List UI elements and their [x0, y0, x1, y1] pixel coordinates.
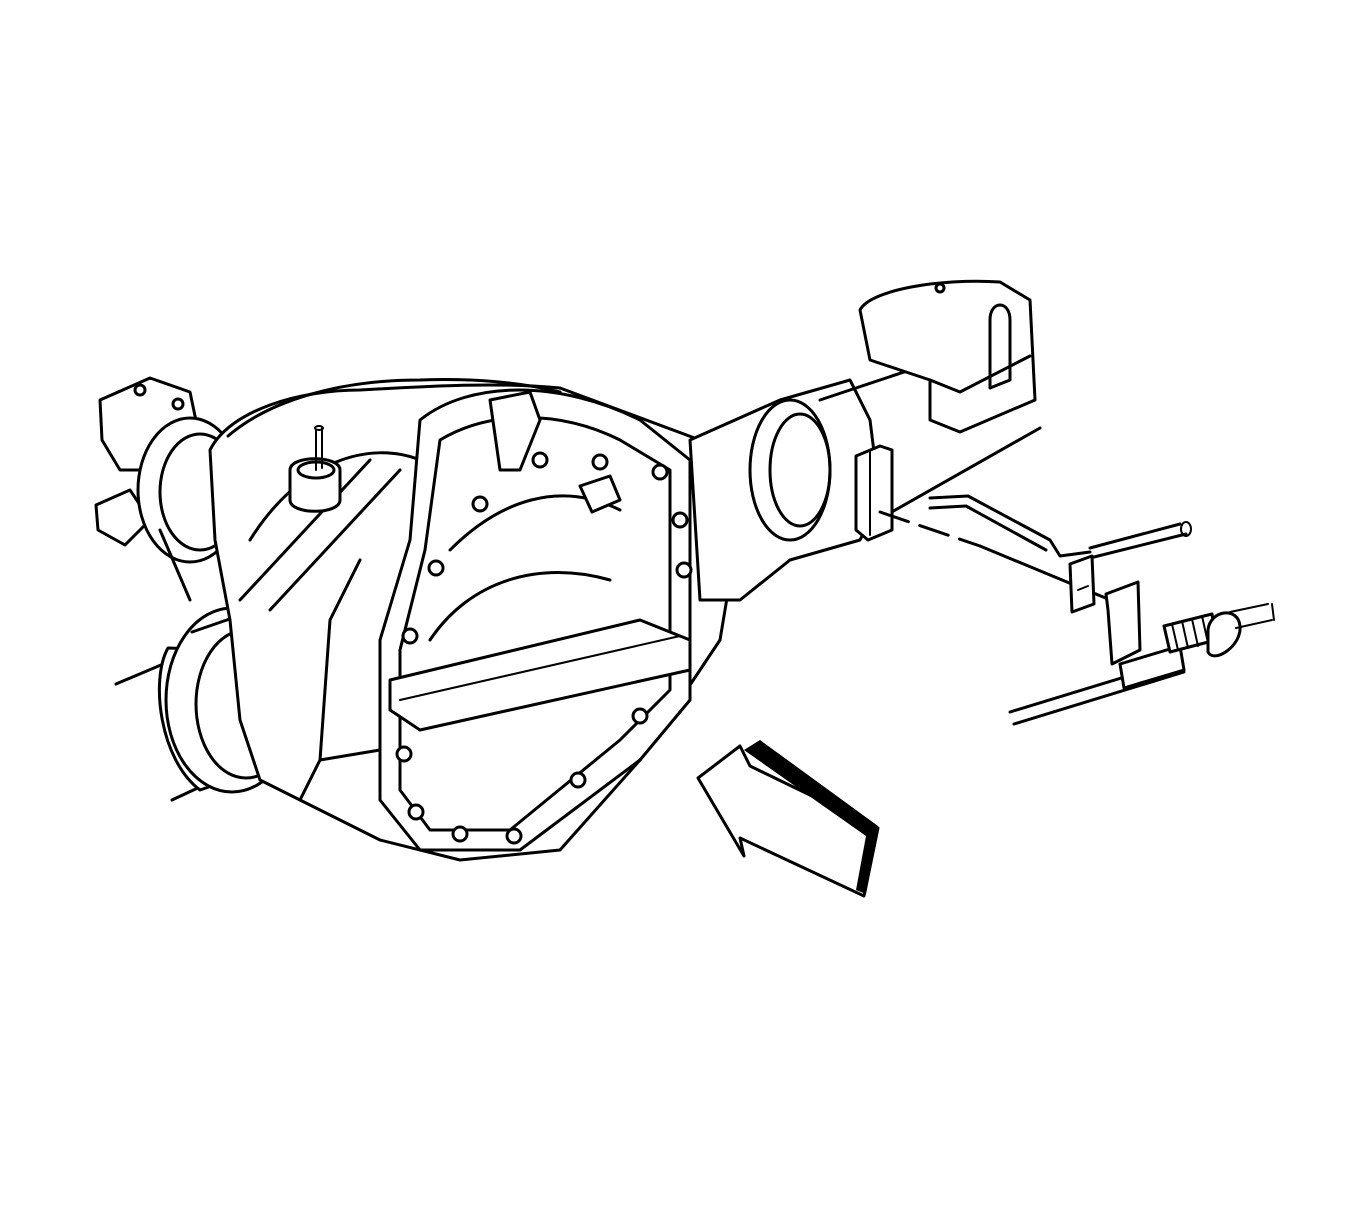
- bolt-icon: [451, 825, 469, 843]
- bolt-icon: [401, 627, 419, 645]
- cover-bolts: [395, 451, 693, 845]
- bolt-icon: [395, 745, 413, 763]
- bolt-icon: [569, 771, 587, 789]
- bolt-icon: [671, 511, 689, 529]
- bolt-icon: [407, 803, 425, 821]
- bolt-icon: [471, 495, 489, 513]
- bolt-icon: [631, 707, 649, 725]
- bolt-icon: [591, 453, 609, 471]
- bolt-icon: [505, 827, 523, 845]
- bolt-icon: [531, 451, 549, 469]
- bolt-icon: [651, 463, 669, 481]
- brake-line-bracket-assembly: [878, 494, 1275, 726]
- view-direction-arrow-icon: [696, 740, 880, 898]
- bolt-icon: [675, 561, 693, 579]
- right-axle-tube: [688, 279, 1042, 602]
- differential-cover: [378, 388, 692, 852]
- bolt-icon: [427, 559, 445, 577]
